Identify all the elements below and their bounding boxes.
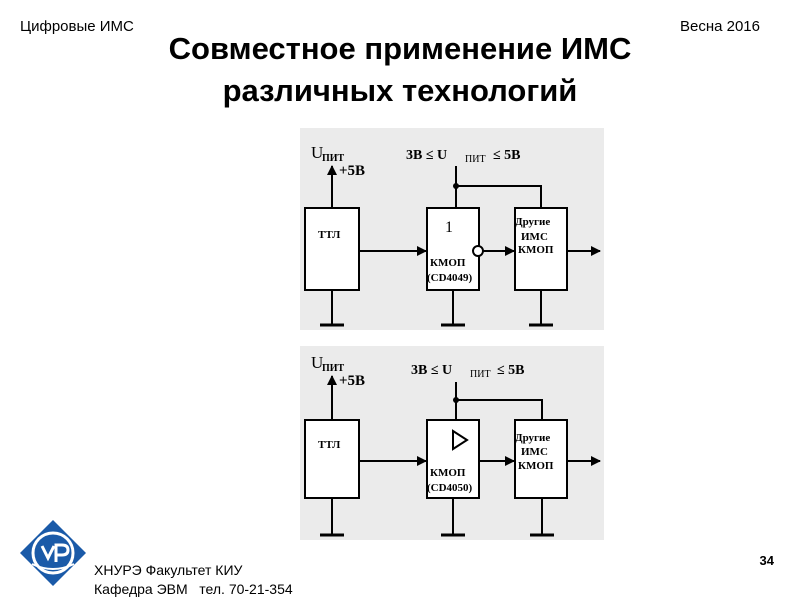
footer-line-2: Кафедра ЭВМ тел. 70-21-354 xyxy=(94,581,293,597)
other-cmos-block xyxy=(514,419,568,499)
supply-branch xyxy=(456,399,543,420)
other-label-3: КМОП xyxy=(518,460,554,472)
ttl-block xyxy=(304,207,360,291)
svg-text:3В ≤ U: 3В ≤ U xyxy=(406,148,447,163)
chip-label: (CD4050) xyxy=(427,482,473,494)
supply-label: U ПИТ +5В xyxy=(311,143,365,179)
range-label: 3В ≤ U ПИТ ≤ 5В xyxy=(411,363,525,380)
ttl-block xyxy=(304,419,360,499)
svg-text:+5В: +5В xyxy=(339,373,365,389)
svg-text:≤ 5В: ≤ 5В xyxy=(493,148,521,163)
inverter-symbol: 1 xyxy=(445,219,453,236)
other-label-3: КМОП xyxy=(518,244,554,256)
other-label-2: ИМС xyxy=(521,446,548,458)
slide-title: Совместное применение ИМС различных техн… xyxy=(0,28,800,112)
cmos-label: КМОП xyxy=(430,467,466,479)
supply-label: U ПИТ +5В xyxy=(311,353,365,389)
slide-title-line-1: Совместное применение ИМС xyxy=(168,31,632,66)
inversion-bubble xyxy=(472,245,484,257)
top-circuit: U ПИТ +5В 3В ≤ U ПИТ ≤ 5В ТТЛ 1 КМОП (CD… xyxy=(304,143,601,327)
ground-symbols xyxy=(320,290,553,327)
bottom-circuit: U ПИТ +5В 3В ≤ U ПИТ ≤ 5В ТТЛ КМОП (CD40… xyxy=(304,353,601,537)
course-name: Цифровые ИМС xyxy=(20,18,134,35)
buffer-triangle-icon xyxy=(452,429,469,451)
svg-text:≤ 5В: ≤ 5В xyxy=(497,363,525,378)
cmos-label: КМОП xyxy=(430,257,466,269)
supply-branch xyxy=(456,185,542,208)
footer-line-1: ХНУРЭ Факультет КИУ xyxy=(94,562,243,578)
svg-text:U: U xyxy=(311,143,323,162)
svg-text:U: U xyxy=(311,353,323,372)
university-logo xyxy=(20,520,86,586)
page-number: 34 xyxy=(759,553,774,568)
chip-label: (CD4049) xyxy=(427,272,473,284)
ttl-label: ТТЛ xyxy=(318,439,341,451)
ground-symbols xyxy=(320,498,554,537)
svg-text:+5В: +5В xyxy=(339,163,365,179)
svg-text:ПИТ: ПИТ xyxy=(322,363,345,374)
other-label-2: ИМС xyxy=(521,231,548,243)
footer: ХНУРЭ Факультет КИУ Кафедра ЭВМ тел. 70-… xyxy=(94,561,293,599)
svg-text:ПИТ: ПИТ xyxy=(322,153,345,164)
svg-text:ПИТ: ПИТ xyxy=(470,369,491,380)
term-label: Весна 2016 xyxy=(679,18,760,35)
other-label-1: Другие xyxy=(515,432,550,444)
slide-title-line-2: различных технологий xyxy=(222,73,578,108)
other-label-1: Другие xyxy=(515,216,550,228)
svg-text:ПИТ: ПИТ xyxy=(465,154,486,165)
ttl-label: ТТЛ xyxy=(318,229,341,241)
svg-text:3В ≤ U: 3В ≤ U xyxy=(411,363,452,378)
range-label: 3В ≤ U ПИТ ≤ 5В xyxy=(406,148,521,165)
